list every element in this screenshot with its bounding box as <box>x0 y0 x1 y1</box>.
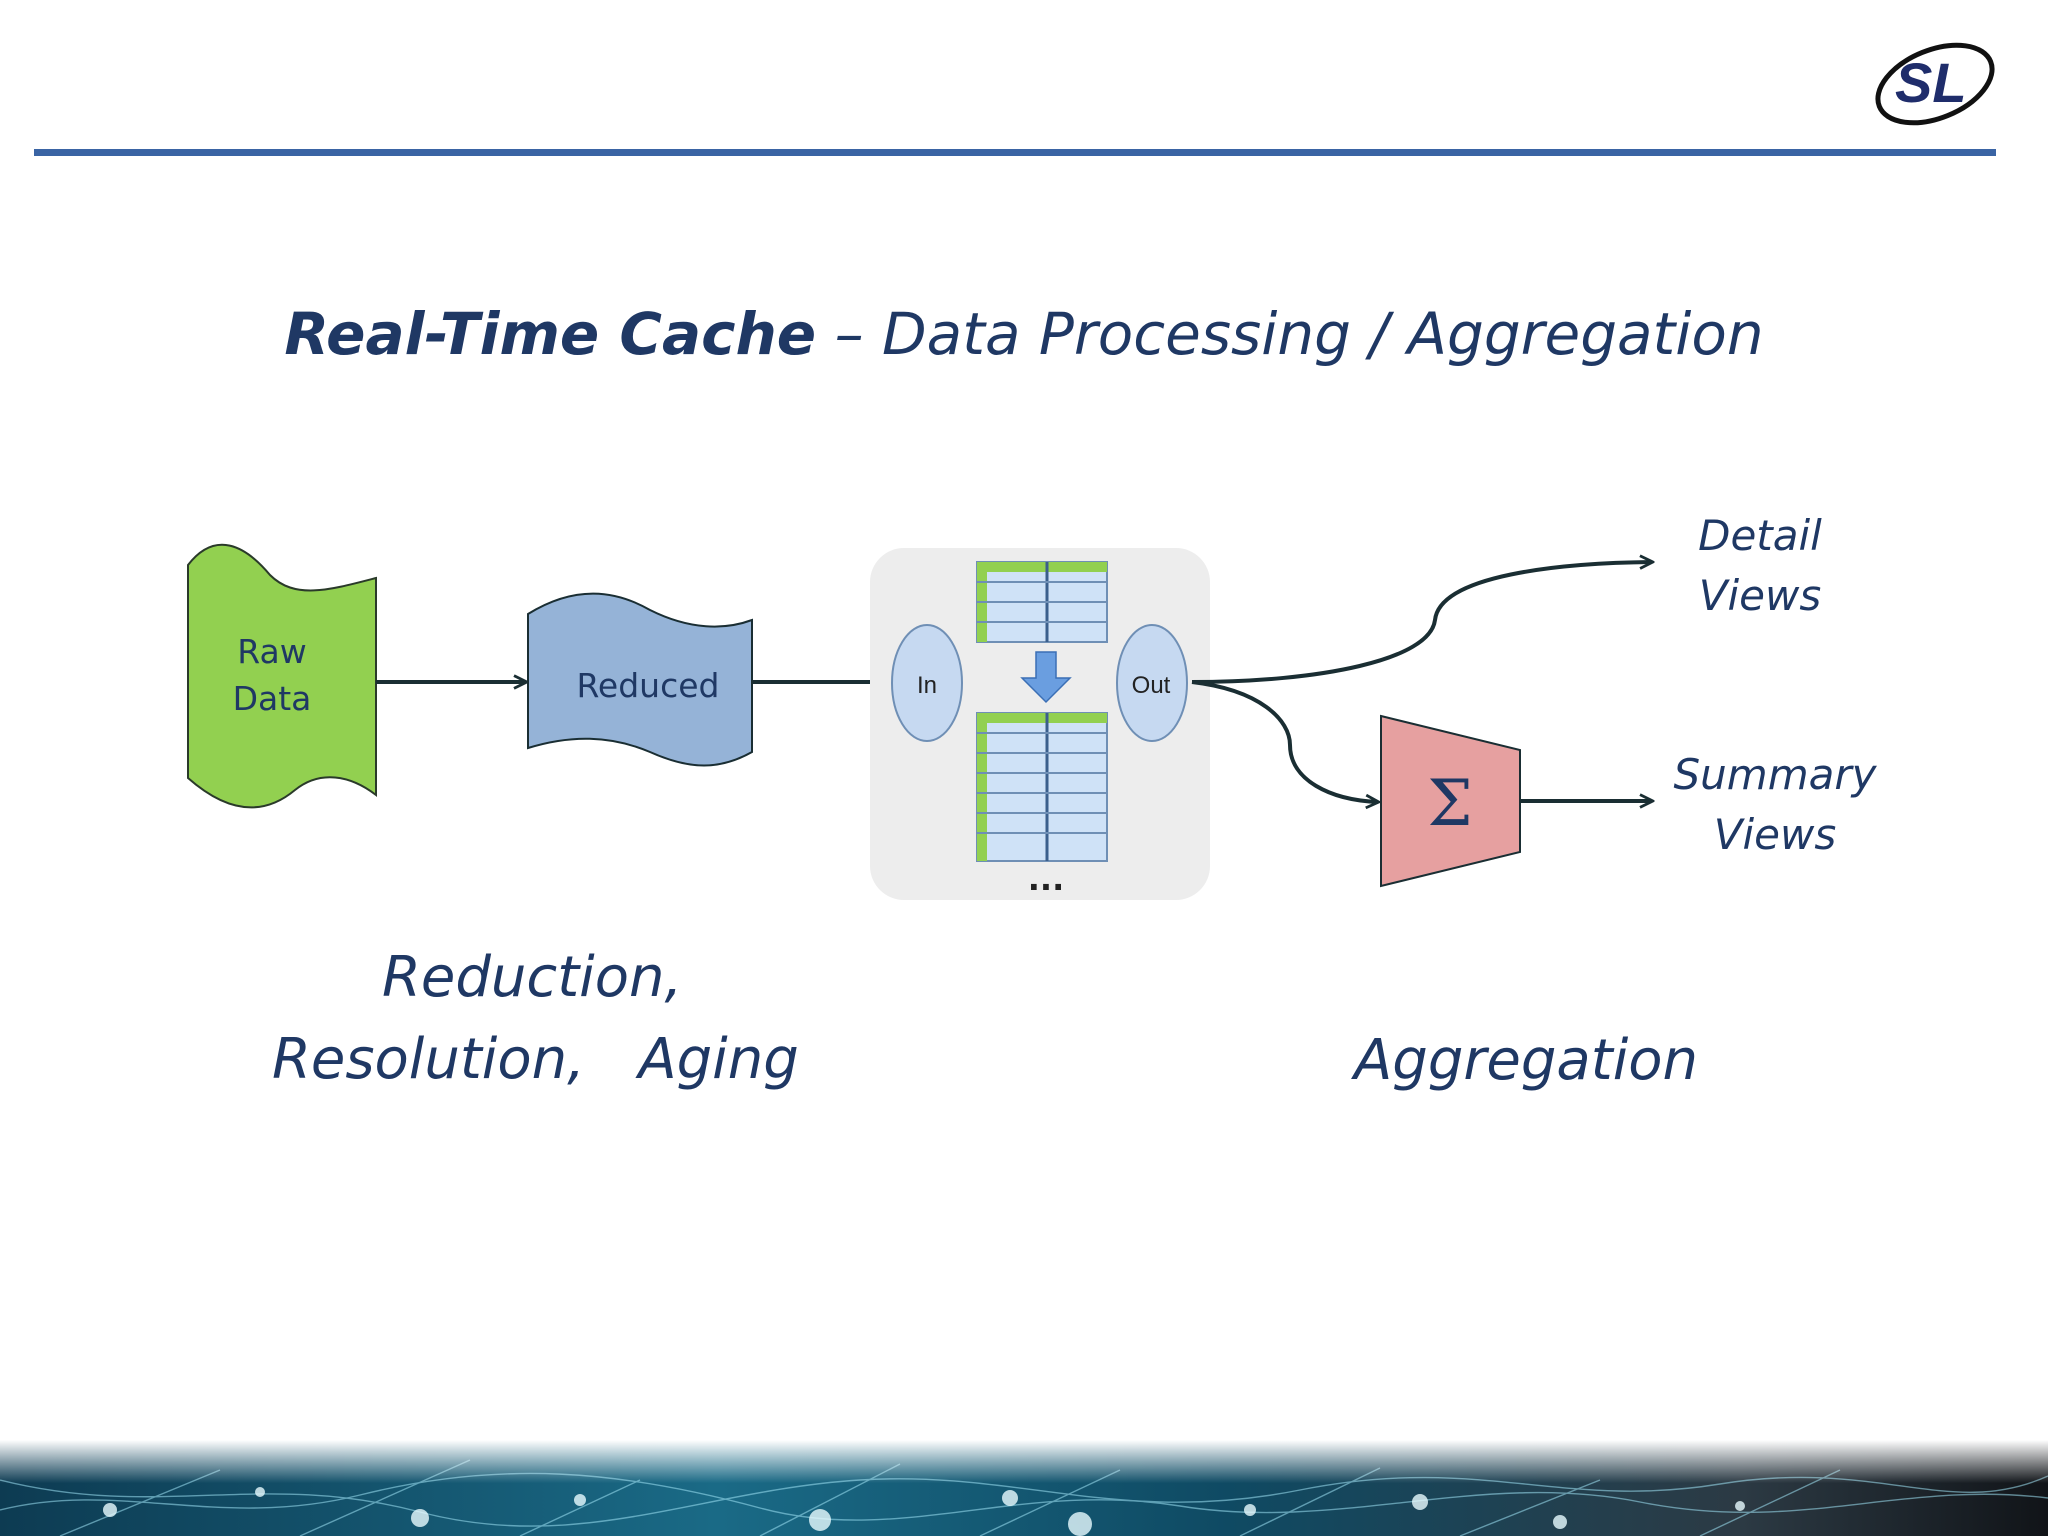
reduced-shape <box>527 592 753 767</box>
slide-title: Real-Time Cache – Data Processing / Aggr… <box>0 300 2048 368</box>
cache-down-arrow-icon <box>1020 651 1072 704</box>
cache-out-oval <box>1116 624 1188 742</box>
cache-in-label: In <box>917 672 937 699</box>
raw-data-label-1: Raw <box>237 632 306 671</box>
footer-network-image <box>0 1440 2048 1536</box>
reduction-caption: Reduction, Resolution, Aging <box>272 937 832 1101</box>
logo-text: SL <box>1895 51 1967 114</box>
title-rest: – Data Processing / Aggregation <box>816 300 1764 368</box>
aggregate-shape <box>1380 714 1521 888</box>
cache-table-bottom <box>976 712 1108 862</box>
sigma-icon: Σ <box>1427 767 1472 841</box>
sl-logo: SL <box>1875 42 1995 126</box>
title-main: Real-Time Cache <box>284 300 817 368</box>
cache-ellipsis: ... <box>1028 860 1064 898</box>
reduction-caption-line1: Reduction, <box>382 945 683 1010</box>
detail-views-label: Detail Views <box>1698 511 1822 620</box>
arrow-out-to-detail <box>1191 562 1652 684</box>
cache-out-label: Out <box>1132 672 1171 699</box>
raw-data-shape <box>187 543 377 809</box>
summary-views-label: Summary Views <box>1673 750 1877 859</box>
cache-in-oval <box>891 624 963 742</box>
aggregation-caption: Aggregation <box>1354 1028 1699 1093</box>
header-rule <box>34 149 1996 156</box>
cache-table-top <box>976 561 1108 643</box>
raw-data-label-2: Data <box>233 679 312 718</box>
arrow-out-to-aggregate <box>1191 680 1378 802</box>
reduced-label: Reduced <box>576 666 719 705</box>
reduction-caption-line2: Resolution, Aging <box>272 1027 799 1092</box>
